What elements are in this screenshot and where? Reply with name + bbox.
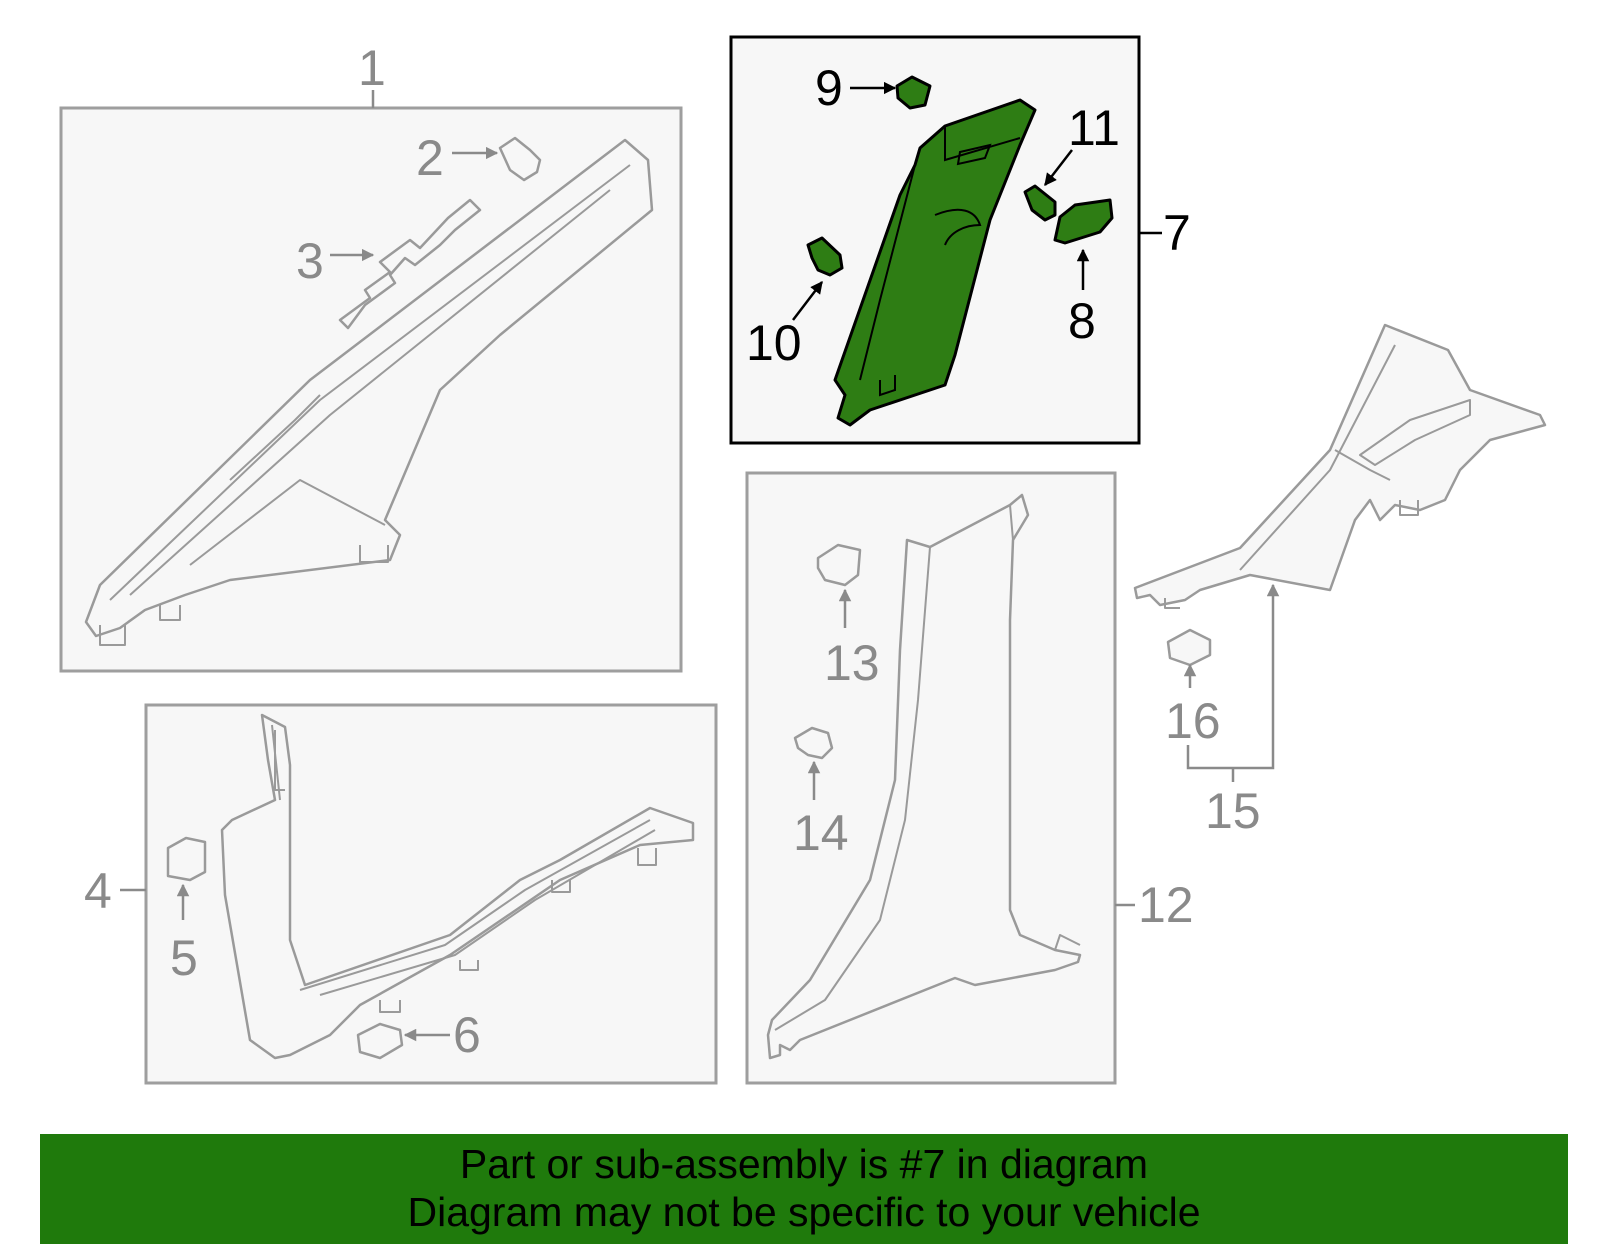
clip-10[interactable]: [806, 236, 844, 277]
callout-14[interactable]: 14: [793, 805, 849, 861]
callout-11[interactable]: 11: [1068, 100, 1120, 156]
callout-10[interactable]: 10: [746, 315, 802, 371]
b-pillar-upper-trim-12: [766, 493, 1082, 1060]
callout-5[interactable]: 5: [170, 930, 198, 986]
assembly-7-group: 7 9 11 8 10: [729, 35, 1191, 445]
b-pillar-lower-trim-7[interactable]: [833, 98, 1037, 427]
assembly-4-group: 4 5 6: [84, 703, 718, 1085]
clip-14: [793, 726, 834, 760]
callout-16[interactable]: 16: [1165, 693, 1221, 749]
banner-line-2: Diagram may not be specific to your vehi…: [407, 1189, 1201, 1235]
screw-11[interactable]: [1023, 184, 1057, 222]
callout-15[interactable]: 15: [1205, 783, 1261, 839]
clip-5: [166, 836, 207, 882]
callout-6[interactable]: 6: [453, 1007, 481, 1063]
callout-8[interactable]: 8: [1068, 293, 1096, 349]
notice-banner: Part or sub-assembly is #7 in diagram Di…: [40, 1134, 1568, 1244]
clip-2: [498, 136, 542, 182]
callout-13[interactable]: 13: [824, 635, 880, 691]
assembly-12-group: 12 13 14: [745, 471, 1194, 1085]
callout-3[interactable]: 3: [296, 233, 324, 289]
assembly-15-group: 16 15: [1133, 323, 1547, 839]
callout-4[interactable]: 4: [84, 863, 112, 919]
rocker-kick-panel: [220, 713, 695, 1060]
cap-8[interactable]: [1053, 198, 1114, 245]
a-pillar-upper-trim: [84, 138, 654, 638]
clip-9[interactable]: [895, 75, 932, 110]
callout-1[interactable]: 1: [358, 40, 386, 96]
nut-16: [1166, 628, 1212, 667]
assembly-1-group: 1 2 3: [59, 40, 683, 673]
callout-2[interactable]: 2: [416, 130, 444, 186]
quarter-trim-15: [1133, 323, 1547, 607]
clip-13: [816, 543, 862, 587]
bracket-3: [338, 198, 482, 330]
callout-9[interactable]: 9: [815, 60, 843, 116]
nut-6: [356, 1022, 404, 1060]
callout-12[interactable]: 12: [1138, 877, 1194, 933]
callout-7[interactable]: 7: [1163, 205, 1191, 261]
banner-line-1: Part or sub-assembly is #7 in diagram: [459, 1141, 1149, 1187]
